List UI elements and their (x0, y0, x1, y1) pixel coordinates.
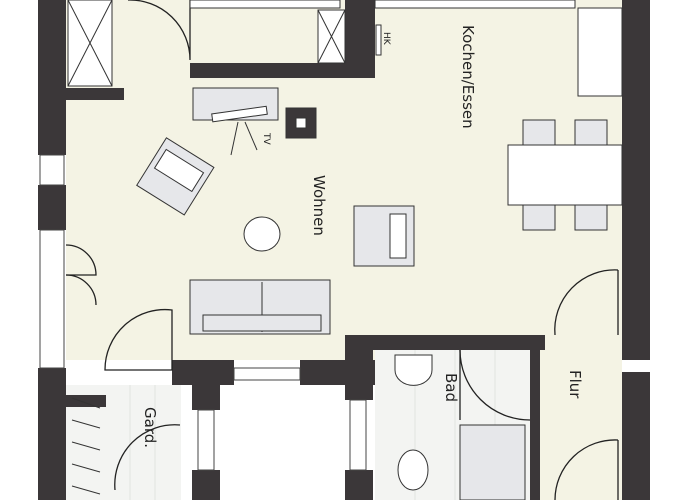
sink (394, 354, 433, 386)
living-furniture (136, 87, 415, 335)
radiator-label: HK (381, 32, 391, 46)
shower (459, 424, 526, 500)
coffee-table (243, 216, 281, 252)
tv (211, 105, 268, 123)
room-label-living: Wohnen (310, 175, 328, 236)
wardrobe-cabinets (67, 0, 623, 97)
door-swings (65, 0, 619, 500)
room-label-kitchen: Kochen/Essen (459, 25, 477, 129)
room-label-hall: Flur (566, 370, 584, 399)
room-label-bath: Bad (442, 373, 460, 402)
dining-table (507, 144, 623, 206)
tv-label: TV (261, 132, 271, 145)
radiator-icon (375, 24, 382, 56)
armchair-left (136, 137, 215, 216)
room-label-wardrobe: Gard. (141, 407, 159, 448)
bath-fixtures (394, 354, 526, 500)
windows (39, 154, 367, 471)
toilet (397, 449, 429, 491)
floor-hall (540, 340, 622, 500)
courtyard-void (220, 385, 345, 500)
dining-set (507, 119, 623, 231)
wardrobe-rail (71, 397, 101, 495)
